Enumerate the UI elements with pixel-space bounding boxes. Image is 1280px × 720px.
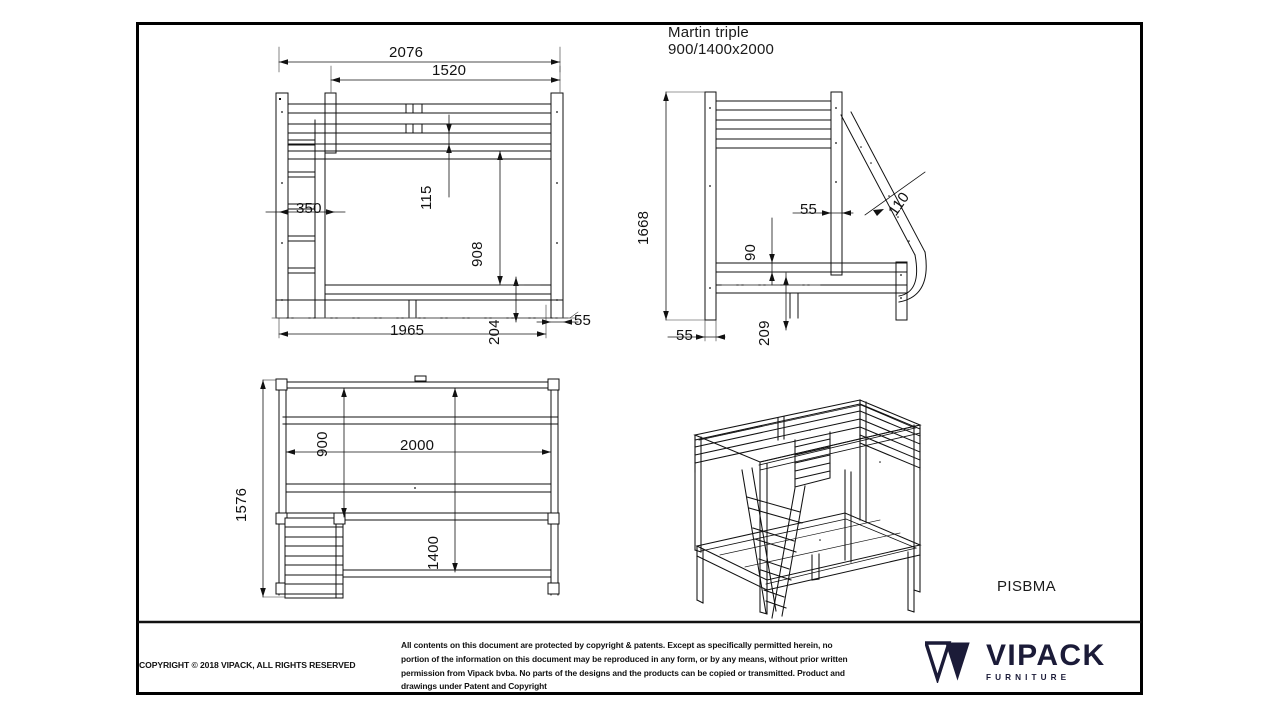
dimension-label-209: 209 — [756, 320, 773, 346]
legal-disclaimer-text: All contents on this document are protec… — [401, 640, 848, 692]
logo-tagline-text: FURNITURE — [986, 673, 1071, 683]
drawing-frame-border — [136, 22, 1143, 695]
dimension-label-2076: 2076 — [389, 44, 424, 61]
dimension-label-55-side-lower: 55 — [676, 327, 694, 344]
dimension-label-1400: 1400 — [425, 535, 442, 570]
product-size: 900/1400x2000 — [668, 41, 775, 58]
dimension-label-1668: 1668 — [635, 210, 652, 245]
product-code-label: PISBMA — [997, 578, 1057, 595]
dimension-label-55-side-upper: 55 — [800, 201, 818, 218]
dimension-label-55-front: 55 — [574, 312, 592, 329]
vipack-v-mark-icon — [925, 641, 970, 683]
vipack-logo: VIPACK FURNITURE — [925, 641, 1106, 683]
dimension-label-90: 90 — [742, 243, 759, 261]
dimension-label-204: 204 — [486, 319, 503, 345]
dimension-label-1965: 1965 — [390, 322, 425, 339]
drawing-title-block: Martin triple 900/1400x2000 — [668, 24, 774, 58]
dimension-label-900: 900 — [314, 431, 331, 457]
dimension-label-908: 908 — [469, 241, 486, 267]
copyright-notice: COPYRIGHT © 2018 VIPACK, ALL RIGHTS RESE… — [139, 660, 356, 670]
dimension-label-115: 115 — [418, 185, 435, 210]
dimension-label-1576: 1576 — [233, 487, 250, 522]
dimension-label-350: 350 — [296, 200, 322, 217]
logo-brand-text: VIPACK — [986, 639, 1106, 673]
product-name: Martin triple — [668, 24, 749, 41]
dimension-label-2000: 2000 — [400, 437, 435, 454]
dimension-label-1520: 1520 — [432, 62, 467, 79]
